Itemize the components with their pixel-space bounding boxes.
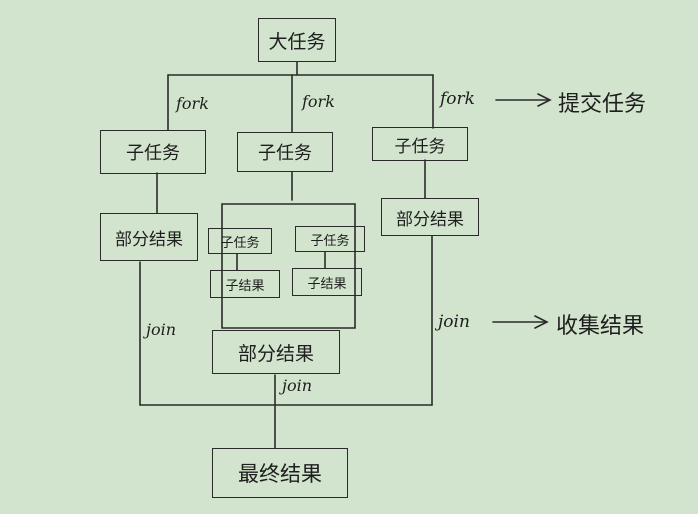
inner-subtask-1-label: 子任务 [220,235,260,251]
inner-result-1-label: 子结果 [225,278,265,294]
big-task-label: 大任务 [268,30,326,53]
fork-label-3: fork [440,89,475,109]
inner-subtask-2-label: 子任务 [310,233,350,249]
partial-result-left-label: 部分结果 [115,229,183,250]
subtask-middle-node: 子任务 [237,132,333,172]
big-task-node: 大任务 [258,18,336,62]
subtask-right-label: 子任务 [394,136,446,157]
partial-result-middle-node: 部分结果 [212,330,340,374]
partial-result-middle-label: 部分结果 [237,342,314,365]
collect-results-annotation: 收集结果 [556,314,645,339]
fork-label-1: fork [176,94,209,113]
join-label-right: join [438,312,470,332]
partial-result-right-label: 部分结果 [396,209,464,230]
partial-result-right-node: 部分结果 [381,198,479,236]
join-label-bottom: join [282,376,313,395]
inner-result-2-label: 子结果 [307,276,347,292]
inner-subtask-1-node: 子任务 [208,228,272,254]
partial-result-left-node: 部分结果 [100,213,198,261]
subtask-left-label: 子任务 [126,143,180,164]
final-result-label: 最终结果 [238,462,322,486]
fork-label-2: fork [302,92,335,111]
join-label-left: join [146,320,177,339]
inner-result-1-node: 子结果 [210,270,280,298]
inner-subtask-2-node: 子任务 [295,226,365,252]
subtask-left-node: 子任务 [100,130,206,174]
final-result-node: 最终结果 [212,448,348,498]
inner-result-2-node: 子结果 [292,268,362,296]
subtask-right-node: 子任务 [372,127,468,161]
subtask-middle-label: 子任务 [258,143,312,164]
submit-task-annotation: 提交任务 [558,92,647,117]
